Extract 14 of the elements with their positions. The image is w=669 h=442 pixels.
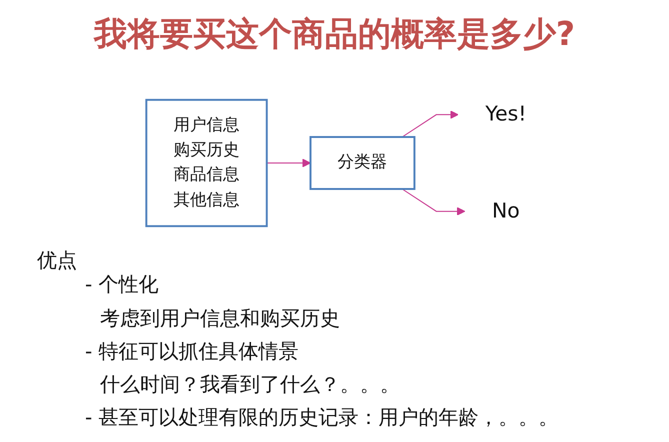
- note-text: - 甚至可以处理有限的历史记录：用户的年龄，。。。: [85, 405, 559, 429]
- note-text: 考虑到用户信息和购买历史: [100, 306, 340, 330]
- note-text: - 个性化: [85, 272, 159, 296]
- note-text: 什么时间？我看到了什么？。。。: [100, 372, 400, 396]
- outcome-label: No: [492, 198, 520, 222]
- outcome-label: Yes!: [485, 102, 526, 126]
- note-text: 优点: [37, 248, 77, 272]
- process-box: 用户信息 购买历史 商品信息 其他信息: [145, 98, 268, 228]
- process-box: 分类器: [310, 136, 416, 190]
- arrow: [402, 110, 459, 138]
- arrow: [402, 188, 466, 216]
- arrow: [266, 158, 311, 168]
- title: 我将要买这个商品的概率是多少?: [92, 14, 576, 54]
- note-text: - 特征可以抓住具体情景: [85, 339, 299, 363]
